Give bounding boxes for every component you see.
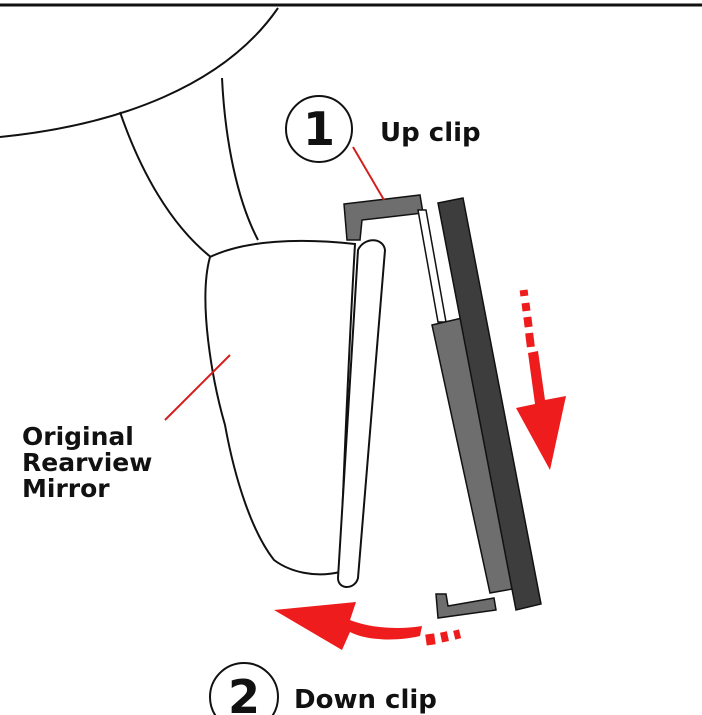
mirror-label-line-3: Mirror: [22, 474, 110, 503]
original-mirror-housing: [204, 239, 357, 576]
step-2-badge: 2: [209, 662, 279, 715]
clip-under-arrow: [274, 602, 462, 650]
step-1-number: 1: [303, 102, 335, 156]
original-mirror-glass: [336, 239, 387, 588]
step-2-number: 2: [228, 670, 260, 715]
headliner-outline: [0, 7, 279, 138]
slide-down-arrow: [516, 289, 566, 470]
mirror-label-line-2: Rearview: [22, 448, 152, 477]
mirror-label-line-1: Original: [22, 422, 134, 451]
step-1-badge: 1: [285, 95, 353, 163]
up-clip-leader-line: [352, 146, 385, 201]
up-clip-label: Up clip: [380, 118, 481, 148]
new-mirror-housing: [437, 197, 542, 611]
step-2-circle: [209, 662, 279, 715]
mirror-mount: [119, 77, 259, 259]
down-clip-label: Down clip: [294, 685, 437, 715]
up-clip: [343, 194, 424, 241]
mirror-leader-line: [164, 354, 231, 421]
step-1-circle: [285, 95, 353, 163]
down-clip-hook: [435, 593, 497, 619]
